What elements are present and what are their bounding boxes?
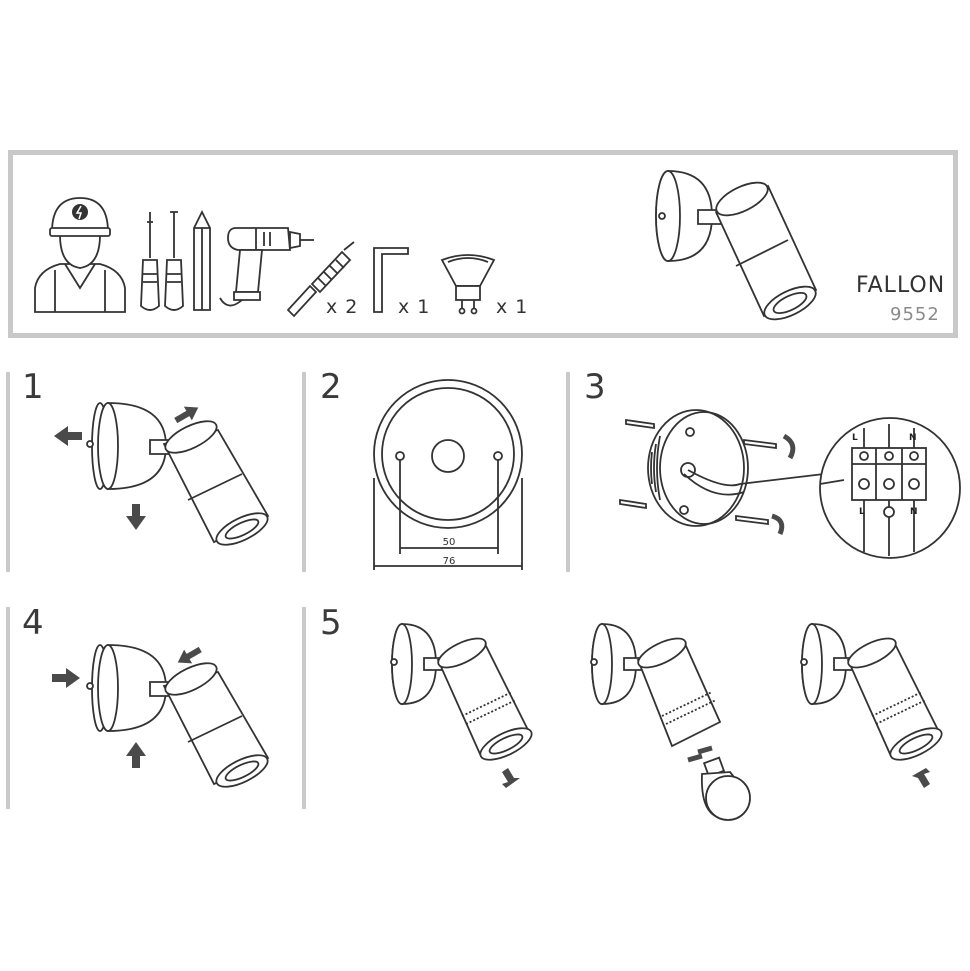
step-3-divider [566,372,570,572]
wire-label-top-n: N [909,433,917,443]
step-1-illustration [54,402,270,546]
arrow-down-right-icon [502,768,520,788]
rotate-arrow-icon [687,745,713,763]
product-code: 9552 [890,304,940,325]
step-5-remove-cap-illustration [390,623,533,788]
screw-spacing-label: 50 [443,537,456,548]
step-5-insert-bulb-illustration [590,623,751,821]
step-1-number: 1 [22,367,44,407]
allen-key-quantity: x 1 [398,296,431,318]
step-4-number: 4 [22,603,44,643]
arrow-up-left-icon [912,768,930,788]
drill-icon [219,227,314,307]
plate-diameter-label: 76 [443,556,456,567]
gu10-bulb-icon [440,254,496,315]
wall-plug-quantity: x 2 [326,296,359,318]
step-1-divider [6,372,10,572]
step-2-number: 2 [320,367,342,407]
step-2-divider [302,372,306,572]
earth-symbol-icon [883,506,895,518]
step-5-replace-cap-illustration [800,623,943,788]
wire-label-top-l: L [852,433,858,443]
screwdriver-icon [140,209,211,311]
arrow-left-icon [54,426,82,446]
tools-panel [8,150,958,338]
rotate-arrow-icon [782,433,796,460]
step-3-number: 3 [584,367,606,407]
bulb-quantity: x 1 [496,296,529,318]
arrow-down-left-icon [177,646,202,664]
product-name: FALLON [856,273,946,298]
arrow-up-icon [126,742,146,768]
step-5-number: 5 [320,603,342,643]
wall-plug-icon [286,241,355,318]
rotate-arrow-icon [771,513,785,535]
arrow-up-right-icon [174,406,199,424]
electrician-icon [34,197,126,313]
step-2-illustration: 50 76 [373,379,523,570]
wire-label-bottom-l: L [859,507,865,517]
step-3-illustration: L N L N [619,409,961,559]
step-5-divider [302,607,306,809]
allen-key-icon [373,247,409,313]
step-4-divider [6,607,10,809]
wire-label-bottom-n: N [910,507,918,517]
product-illustration [655,170,818,321]
arrow-down-icon [126,504,146,530]
arrow-right-icon [52,668,80,688]
step-4-illustration [52,644,270,788]
